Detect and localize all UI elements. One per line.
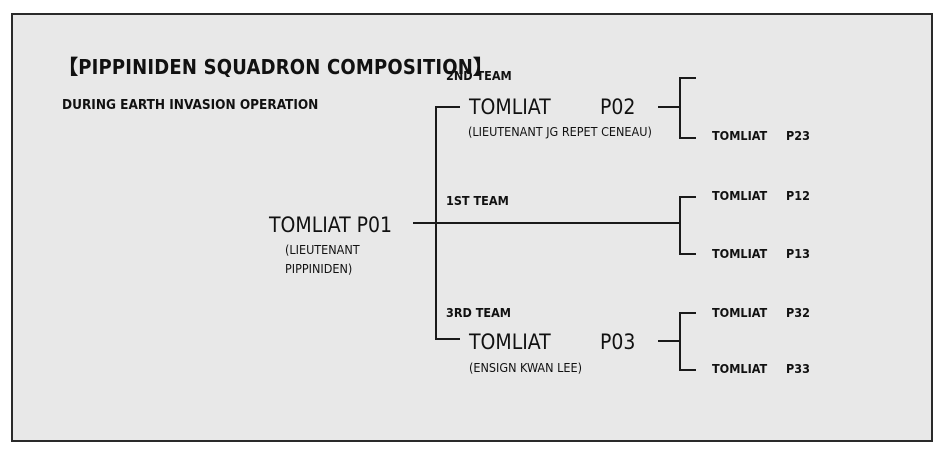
diagram-panel <box>11 13 933 442</box>
team2-pilot: (LIEUTENANT JG REPET CENEAU) <box>468 124 652 139</box>
team1-member-p13-unit: TOMLIAT <box>712 246 768 261</box>
team1-label: 1ST TEAM <box>446 193 509 208</box>
team1-member-p12-code: P12 <box>786 188 810 203</box>
team2-member-p23-unit: TOMLIAT <box>712 128 768 143</box>
leader-pilot-line1: (LIEUTENANT <box>285 242 360 257</box>
team1-member-p13-code: P13 <box>786 246 810 261</box>
team3-member-p32-unit: TOMLIAT <box>712 305 768 320</box>
team3-member-p33-unit: TOMLIAT <box>712 361 768 376</box>
team2-member-p23-code: P23 <box>786 128 810 143</box>
team3-pilot: (ENSIGN KWAN LEE) <box>469 360 582 375</box>
team3-label: 3RD TEAM <box>446 305 511 320</box>
team2-unit: TOMLIAT <box>469 95 551 119</box>
team2-label: 2ND TEAM <box>446 68 512 83</box>
leader-pilot-line2: PIPPINIDEN) <box>285 261 353 276</box>
team3-member-p33-code: P33 <box>786 361 810 376</box>
leader-unit: TOMLIAT P01 <box>269 213 393 237</box>
diagram-title: 【PIPPINIDEN SQUADRON COMPOSITION】 <box>58 55 494 79</box>
team3-code: P03 <box>600 330 636 354</box>
team3-member-p32-code: P32 <box>786 305 810 320</box>
team1-member-p12-unit: TOMLIAT <box>712 188 768 203</box>
team3-unit: TOMLIAT <box>469 330 551 354</box>
team2-code: P02 <box>600 95 636 119</box>
diagram-subtitle: DURING EARTH INVASION OPERATION <box>62 97 319 113</box>
